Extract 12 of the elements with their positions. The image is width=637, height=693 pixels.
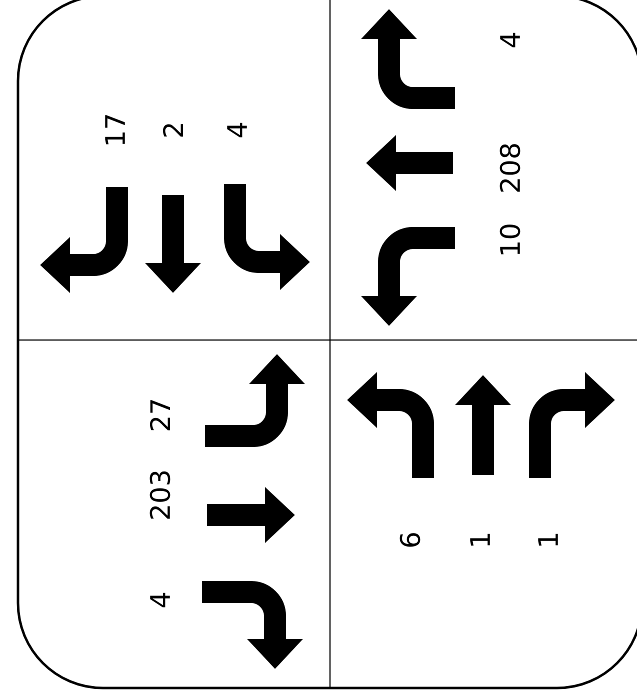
count-label: 4	[150, 592, 170, 608]
count-label: 4	[500, 32, 520, 48]
count-label: 203	[150, 471, 170, 519]
count-label: 4	[227, 122, 247, 138]
count-label: 10	[500, 224, 520, 254]
count-label: 27	[150, 400, 170, 430]
count-label: 1	[538, 534, 558, 546]
count-label: 1	[470, 534, 490, 546]
count-label: 208	[500, 144, 520, 192]
count-label: 2	[162, 124, 184, 137]
count-label: 6	[400, 533, 420, 547]
count-label: 17	[105, 115, 125, 144]
